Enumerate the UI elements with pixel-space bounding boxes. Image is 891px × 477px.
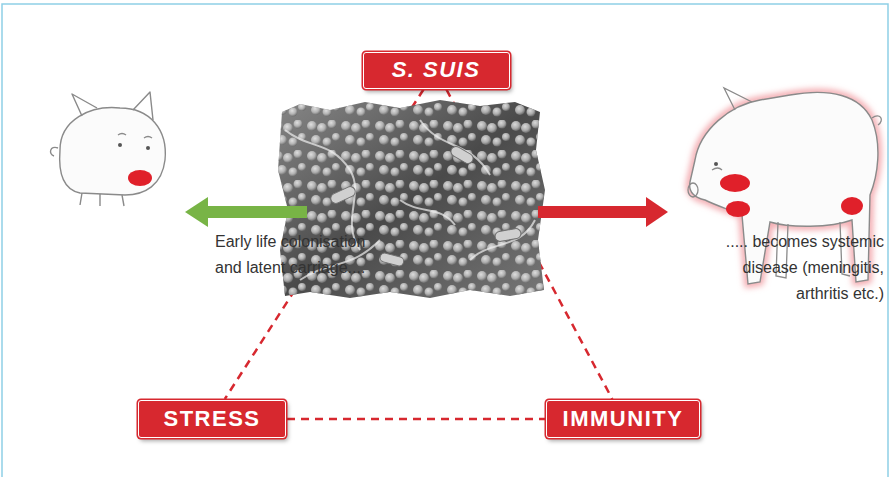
- box-label: S. SUIS: [392, 58, 481, 82]
- frame-border: [2, 4, 888, 477]
- caption-text: Early life colonisation and latent carri…: [215, 229, 375, 281]
- infection-spot: [128, 170, 152, 186]
- arrow-head: [185, 197, 208, 227]
- red-arrow: [538, 197, 668, 227]
- dashed-connector: [287, 418, 545, 421]
- green-arrow: [185, 197, 307, 227]
- pig-body: [690, 92, 878, 284]
- title-box: IMMUNITY: [546, 400, 700, 438]
- caption-text: ..... becomes systemic disease (meningit…: [707, 229, 884, 307]
- arrow-head: [646, 197, 668, 227]
- title-box: S. SUIS: [363, 52, 510, 89]
- box-label: STRESS: [163, 407, 260, 431]
- arrow-shaft: [203, 206, 307, 218]
- diseased-pig-sketch: [688, 88, 881, 284]
- infection-spot: [726, 201, 750, 217]
- pig-eye: [714, 162, 718, 166]
- piglet-sketch: [51, 92, 166, 206]
- arrow-shaft: [538, 206, 650, 218]
- title-box: STRESS: [138, 400, 286, 438]
- pig-glow: [690, 92, 878, 284]
- fibre-strands: [285, 120, 535, 280]
- infection-spot: [720, 174, 750, 192]
- infection-spot: [841, 197, 863, 215]
- box-label: IMMUNITY: [563, 407, 684, 431]
